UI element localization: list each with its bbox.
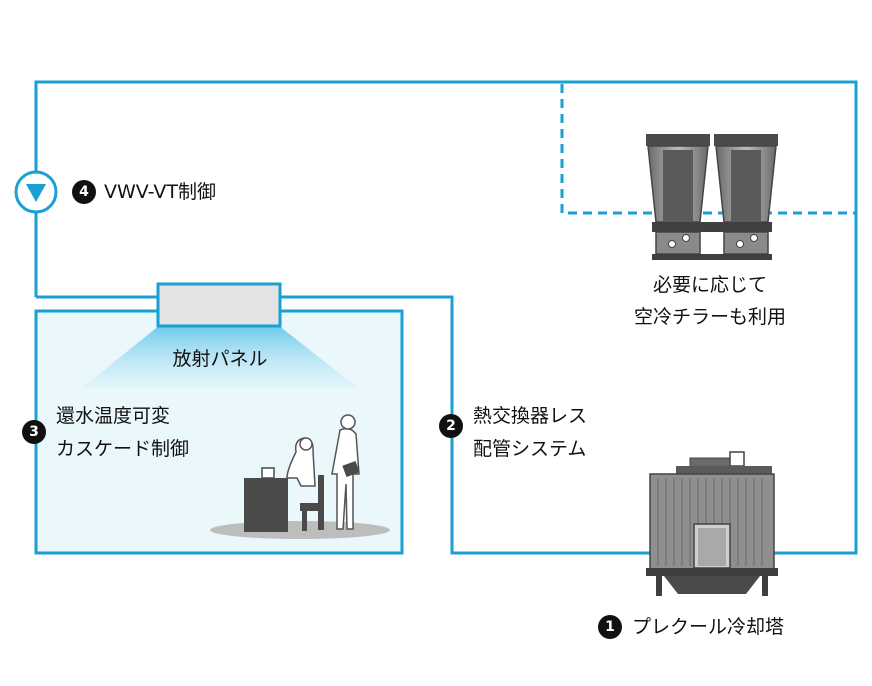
tower-number-badge: 1 <box>598 615 622 639</box>
cascade-number-badge: 3 <box>22 420 46 444</box>
cascade-label-line1: 還水温度可変 <box>56 405 171 427</box>
panel-radiation-glow <box>82 325 358 388</box>
piping-number-badge: 2 <box>439 414 463 438</box>
chiller-branch-pipe <box>560 84 856 215</box>
piping-label-line1: 熱交換器レス <box>473 405 588 427</box>
cooling-tower-icon <box>646 451 778 596</box>
panel-label: 放射パネル <box>172 348 268 370</box>
chiller-label-line2: 空冷チラーも利用 <box>633 306 786 328</box>
chiller-label-line1: 必要に応じて <box>652 274 767 296</box>
valve-triangle-icon <box>14 170 58 214</box>
air-cooled-chiller-icon <box>646 134 778 260</box>
vwv-number-badge: 4 <box>72 180 96 204</box>
office-workers-icon <box>210 414 390 539</box>
piping-label-line2: 配管システム <box>473 438 587 460</box>
vwv-label: VWV-VT制御 <box>104 181 217 203</box>
pipe-loop <box>34 80 858 555</box>
radiant-panel <box>156 282 282 328</box>
cascade-label-line2: カスケード制御 <box>56 438 190 460</box>
tower-label: プレクール冷却塔 <box>632 616 785 638</box>
